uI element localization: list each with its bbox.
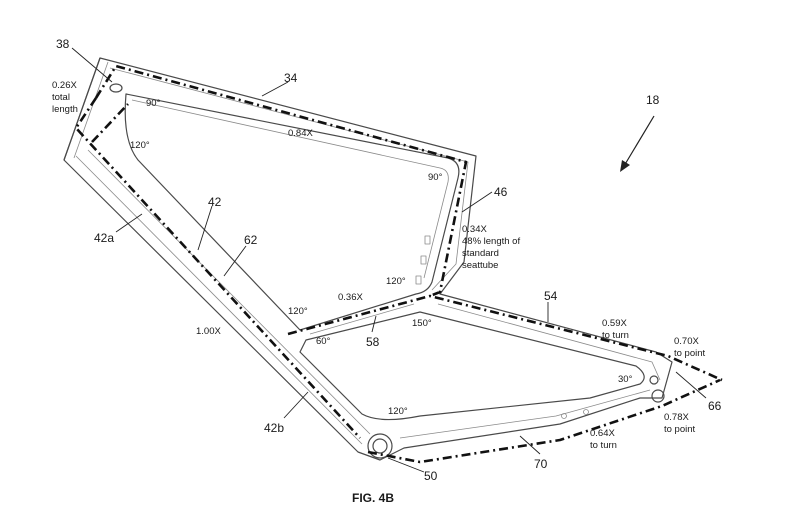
head-ratio: 0.26X [52, 80, 77, 91]
stay-upper-ratio: 0.59X [602, 318, 627, 329]
ref-58: 58 [366, 335, 380, 349]
ref-70: 70 [534, 457, 548, 471]
seat-ratio: 0.34X [462, 224, 487, 235]
ref-50: 50 [424, 469, 438, 483]
angle-seat-bottom: 120° [386, 276, 406, 287]
ref-38: 38 [56, 37, 70, 51]
ref-18: 18 [646, 93, 660, 107]
top-tube-ratio: 0.84X [288, 128, 313, 139]
ratio-annotations: 0.26X total length 0.84X 0.34X 48% lengt… [52, 80, 706, 451]
seat-note-1: 48% length of [462, 236, 520, 247]
angle-60: 60° [316, 336, 331, 347]
angle-head-bottom: 120° [130, 140, 150, 151]
tip-upper-ratio: 0.70X [674, 336, 699, 347]
stay-lower-note: to turn [590, 440, 617, 451]
frame-outline [63, 57, 673, 461]
ref-42b: 42b [264, 421, 284, 435]
stay-upper-note: to turn [602, 330, 629, 341]
head-note-total: total [52, 92, 70, 103]
ref-34: 34 [284, 71, 298, 85]
angle-bb: 120° [388, 406, 408, 417]
seat-note-3: seattube [462, 260, 498, 271]
arrow-18-icon [620, 115, 655, 172]
brace-ratio: 0.36X [338, 292, 363, 303]
ref-42: 42 [208, 195, 222, 209]
ref-46: 46 [494, 185, 508, 199]
seat-note-2: standard [462, 248, 499, 259]
stay-lower-ratio: 0.64X [590, 428, 615, 439]
leader-lines [71, 47, 707, 473]
ref-66: 66 [708, 399, 722, 413]
figure-caption: FIG. 4B [352, 491, 394, 505]
dashed-centerline [74, 64, 723, 464]
angle-head-top: 90° [146, 98, 161, 109]
angle-annotations: 90° 120° 90° 120° 120° 60° 150° 120° 30° [130, 98, 633, 417]
angle-junction: 120° [288, 306, 308, 317]
angle-150: 150° [412, 318, 432, 329]
ref-54: 54 [544, 289, 558, 303]
angle-30: 30° [618, 374, 633, 385]
ref-62: 62 [244, 233, 258, 247]
reference-numerals: 38 34 18 46 42 42a 62 54 58 42b 66 70 50 [56, 37, 722, 483]
angle-seat-top: 90° [428, 172, 443, 183]
ref-42a: 42a [94, 231, 114, 245]
tip-lower-ratio: 0.78X [664, 412, 689, 423]
head-note-length: length [52, 104, 78, 115]
down-tube-ratio: 1.00X [196, 326, 221, 337]
tip-lower-note: to point [664, 424, 696, 435]
tip-upper-note: to point [674, 348, 706, 359]
